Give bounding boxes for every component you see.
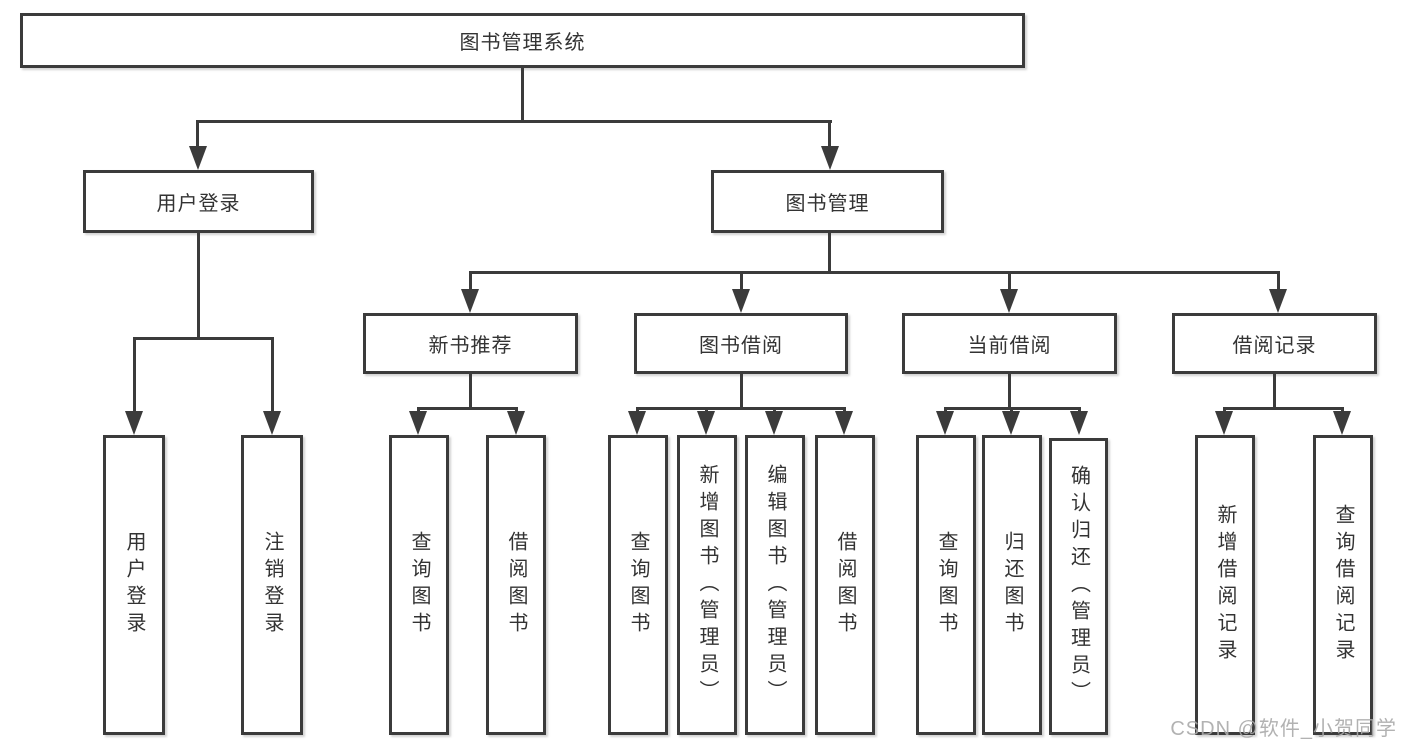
arrowhead bbox=[1070, 411, 1088, 435]
arrowhead bbox=[189, 146, 207, 170]
node-borrow-records-label: 借阅记录 bbox=[1232, 335, 1317, 357]
arrowhead bbox=[936, 411, 954, 435]
connector-line bbox=[1008, 271, 1011, 297]
leaf-query-borrow-record-label: 查询借阅记录 bbox=[1332, 504, 1354, 666]
node-root-label: 图书管理系统 bbox=[459, 32, 586, 54]
connector-line bbox=[196, 120, 199, 152]
leaf-add-borrow-record-label: 新增借阅记录 bbox=[1214, 504, 1236, 666]
connector-line bbox=[271, 337, 274, 417]
connector-line bbox=[133, 337, 274, 340]
arrowhead bbox=[628, 411, 646, 435]
leaf-return-books-label: 归还图书 bbox=[1001, 531, 1023, 639]
leaf-query-books-recommend-label: 查询图书 bbox=[408, 531, 430, 639]
leaf-add-book-admin-label: 新增图书（管理员） bbox=[696, 463, 718, 707]
node-current-borrow: 当前借阅 bbox=[902, 313, 1117, 374]
node-book-borrow: 图书借阅 bbox=[634, 313, 848, 374]
arrowhead bbox=[461, 289, 479, 313]
arrowhead bbox=[835, 411, 853, 435]
leaf-borrow-books-label: 借阅图书 bbox=[834, 531, 856, 639]
node-user-login: 用户登录 bbox=[83, 170, 314, 233]
node-root: 图书管理系统 bbox=[20, 13, 1025, 68]
connector-line bbox=[1277, 271, 1280, 297]
node-book-management: 图书管理 bbox=[711, 170, 944, 233]
connector-line bbox=[740, 374, 743, 407]
leaf-query-books-recommend: 查询图书 bbox=[389, 435, 449, 735]
connector-line bbox=[196, 120, 832, 123]
arrowhead bbox=[697, 411, 715, 435]
connector-line bbox=[417, 407, 518, 410]
arrowhead bbox=[507, 411, 525, 435]
node-user-login-label: 用户登录 bbox=[156, 193, 241, 215]
connector-line bbox=[828, 233, 831, 271]
node-book-borrow-label: 图书借阅 bbox=[699, 335, 783, 357]
arrowhead bbox=[1000, 289, 1018, 313]
arrowhead bbox=[765, 411, 783, 435]
leaf-add-book-admin: 新增图书（管理员） bbox=[677, 435, 737, 735]
leaf-logout: 注销登录 bbox=[241, 435, 303, 735]
leaf-query-books-current-label: 查询图书 bbox=[935, 531, 957, 639]
leaf-edit-book-admin: 编辑图书（管理员） bbox=[745, 435, 805, 735]
connector-line bbox=[828, 120, 831, 152]
arrowhead bbox=[1269, 289, 1287, 313]
connector-line bbox=[1008, 374, 1011, 407]
leaf-user-login-label: 用户登录 bbox=[123, 531, 145, 639]
connector-line bbox=[197, 233, 200, 337]
leaf-borrow-books-recommend: 借阅图书 bbox=[486, 435, 546, 735]
node-new-book-recommend: 新书推荐 bbox=[363, 313, 578, 374]
leaf-logout-label: 注销登录 bbox=[261, 531, 283, 639]
leaf-return-books: 归还图书 bbox=[982, 435, 1042, 735]
leaf-user-login: 用户登录 bbox=[103, 435, 165, 735]
connector-line bbox=[1273, 374, 1276, 407]
arrowhead bbox=[409, 411, 427, 435]
leaf-edit-book-admin-label: 编辑图书（管理员） bbox=[764, 463, 786, 707]
arrowhead bbox=[263, 411, 281, 435]
node-book-management-label: 图书管理 bbox=[785, 193, 870, 215]
connector-line bbox=[1223, 407, 1344, 410]
connector-line bbox=[740, 271, 743, 297]
leaf-borrow-books-recommend-label: 借阅图书 bbox=[505, 531, 527, 639]
csdn-watermark: CSDN @软件_小贺同学 bbox=[1170, 718, 1397, 740]
arrowhead bbox=[1333, 411, 1351, 435]
leaf-confirm-return-admin-label: 确认归还（管理员） bbox=[1067, 465, 1090, 708]
connector-line bbox=[521, 68, 524, 120]
arrowhead bbox=[125, 411, 143, 435]
leaf-query-books-borrow: 查询图书 bbox=[608, 435, 668, 735]
connector-line bbox=[469, 271, 472, 297]
arrowhead bbox=[821, 146, 839, 170]
connector-line bbox=[469, 374, 472, 407]
node-new-book-recommend-label: 新书推荐 bbox=[428, 335, 513, 357]
connector-line bbox=[469, 271, 1280, 274]
node-borrow-records: 借阅记录 bbox=[1172, 313, 1377, 374]
leaf-query-borrow-record: 查询借阅记录 bbox=[1313, 435, 1373, 735]
leaf-add-borrow-record: 新增借阅记录 bbox=[1195, 435, 1255, 735]
arrowhead bbox=[1002, 411, 1020, 435]
connector-line bbox=[636, 407, 845, 410]
leaf-query-books-current: 查询图书 bbox=[916, 435, 976, 735]
arrowhead bbox=[1215, 411, 1233, 435]
node-current-borrow-label: 当前借阅 bbox=[967, 335, 1052, 357]
connector-line bbox=[133, 337, 136, 417]
leaf-confirm-return-admin: 确认归还（管理员） bbox=[1049, 438, 1108, 735]
arrowhead bbox=[732, 289, 750, 313]
leaf-query-books-borrow-label: 查询图书 bbox=[627, 531, 649, 639]
leaf-borrow-books: 借阅图书 bbox=[815, 435, 875, 735]
